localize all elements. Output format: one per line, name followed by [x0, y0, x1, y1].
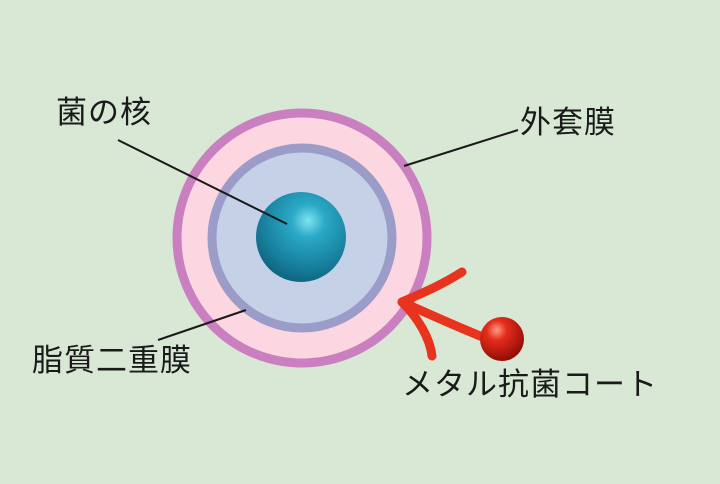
lipid-bilayer-label: 脂質二重膜 [32, 343, 192, 379]
metal-coat-arrowhead [397, 267, 467, 361]
outer-membrane-label: 外套膜 [520, 105, 616, 141]
lipid-bilayer-leader-line [157, 309, 247, 341]
nucleus-label: 菌の核 [56, 95, 152, 131]
metal-coat-ball [480, 317, 524, 361]
outer-membrane-leader-line [403, 129, 519, 167]
nucleus-leader-line [117, 139, 288, 225]
bacteria-nucleus [256, 192, 346, 282]
metal-coat-label: メタル抗菌コート [402, 367, 658, 403]
